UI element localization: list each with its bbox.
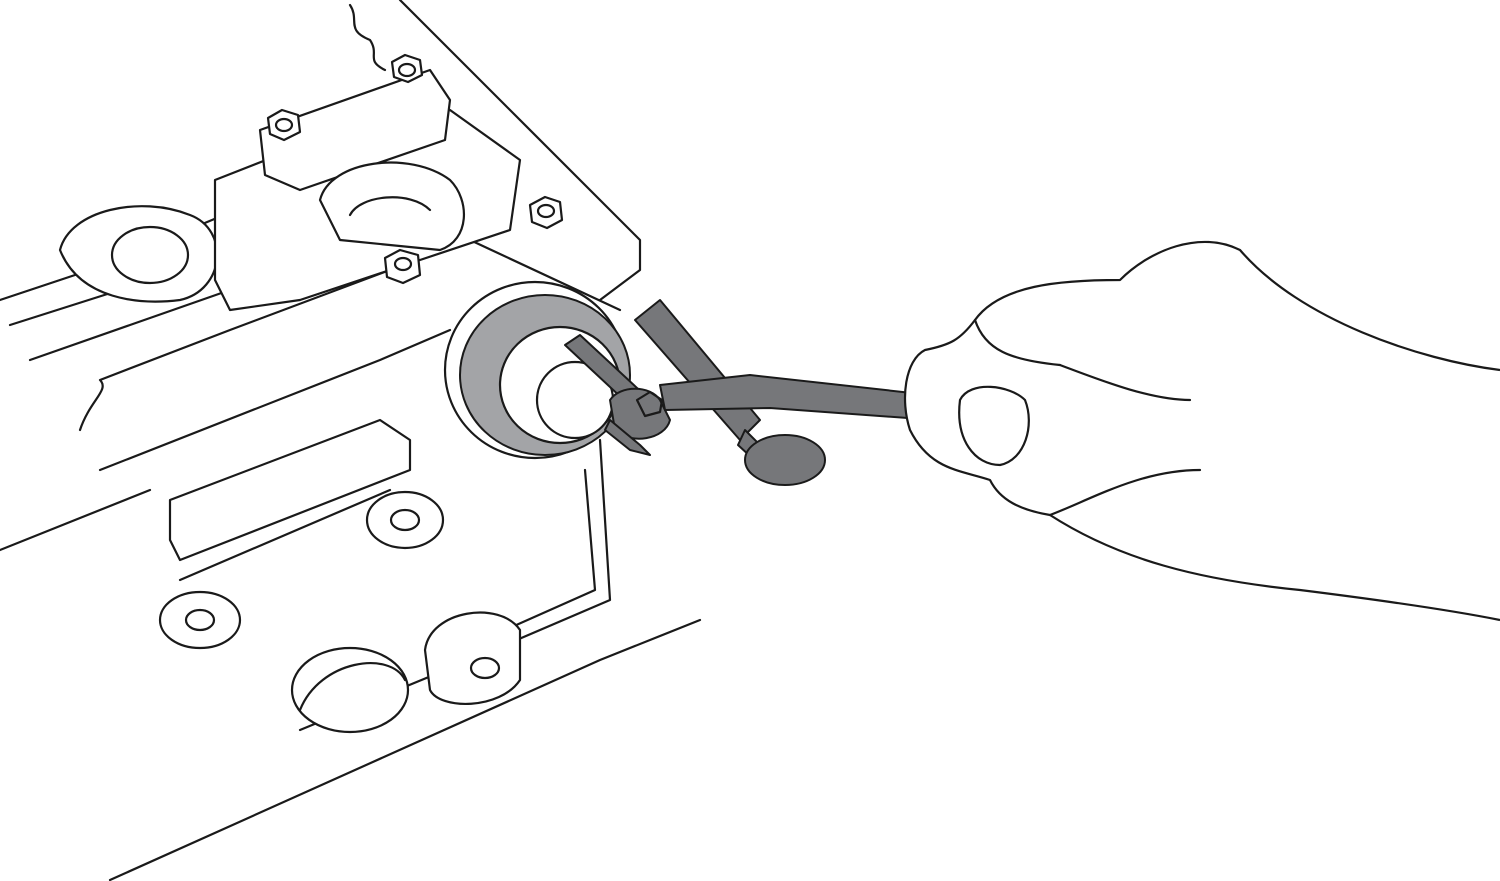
plug	[290, 646, 410, 734]
seal-puller-tool	[564, 299, 936, 486]
boss	[158, 590, 242, 650]
hand	[903, 240, 1500, 622]
bolt	[266, 108, 302, 142]
boss	[423, 611, 522, 706]
engine-block	[0, 0, 702, 881]
bolt	[383, 248, 422, 285]
camshaft-seal	[443, 280, 631, 460]
boss	[365, 490, 445, 550]
bolt	[390, 53, 424, 84]
bolt	[528, 195, 564, 230]
